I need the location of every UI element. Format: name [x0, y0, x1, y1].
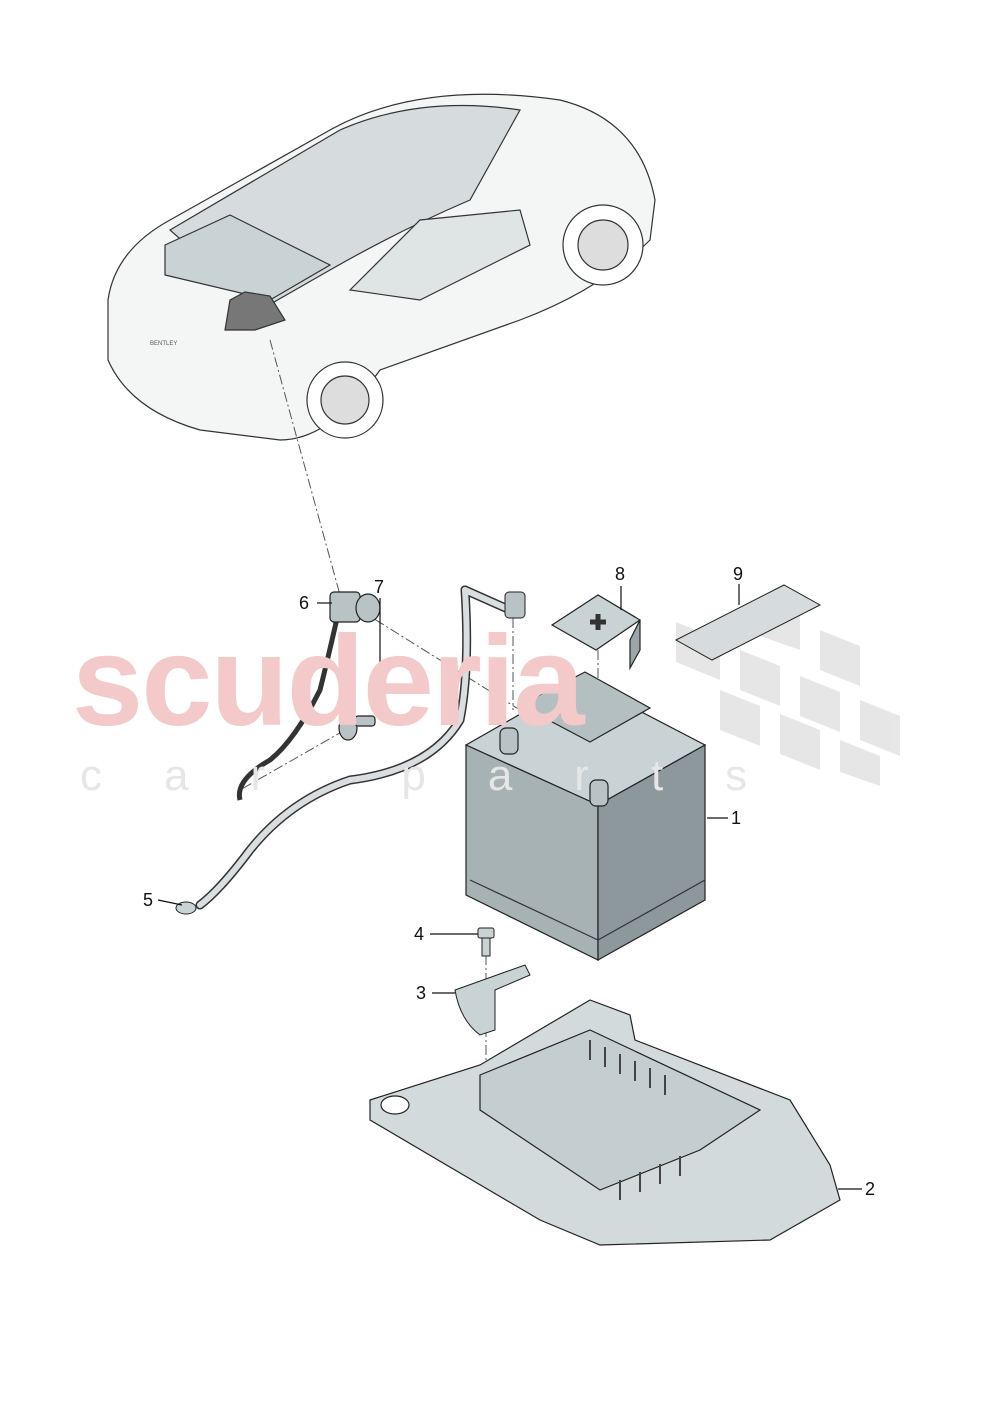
part-9-label [674, 584, 822, 661]
callout-9[interactable]: 9 [733, 564, 744, 584]
car-illustration: BENTLEY [107, 93, 656, 441]
car-badge: BENTLEY [150, 341, 177, 347]
battery-clamp [504, 591, 526, 619]
part-3-bracket [454, 964, 531, 1036]
part-1-battery [464, 671, 707, 962]
part-7-vent-plug [338, 715, 376, 741]
part-8-terminal-cover [550, 594, 642, 671]
callout-7[interactable]: 7 [374, 577, 385, 597]
part-4-bolt [477, 927, 495, 957]
callout-6[interactable]: 6 [299, 593, 310, 613]
part-6-connector [236, 591, 381, 801]
battery-location-highlight [224, 291, 286, 331]
callout-8[interactable]: 8 [615, 564, 626, 584]
callout-4[interactable]: 4 [414, 924, 425, 944]
callout-5[interactable]: 5 [143, 890, 154, 910]
callout-2[interactable]: 2 [865, 1179, 876, 1199]
part-2-battery-tray [369, 999, 841, 1246]
callout-1[interactable]: 1 [731, 808, 742, 828]
callout-leaders [157, 584, 862, 1190]
callout-3[interactable]: 3 [416, 983, 427, 1003]
